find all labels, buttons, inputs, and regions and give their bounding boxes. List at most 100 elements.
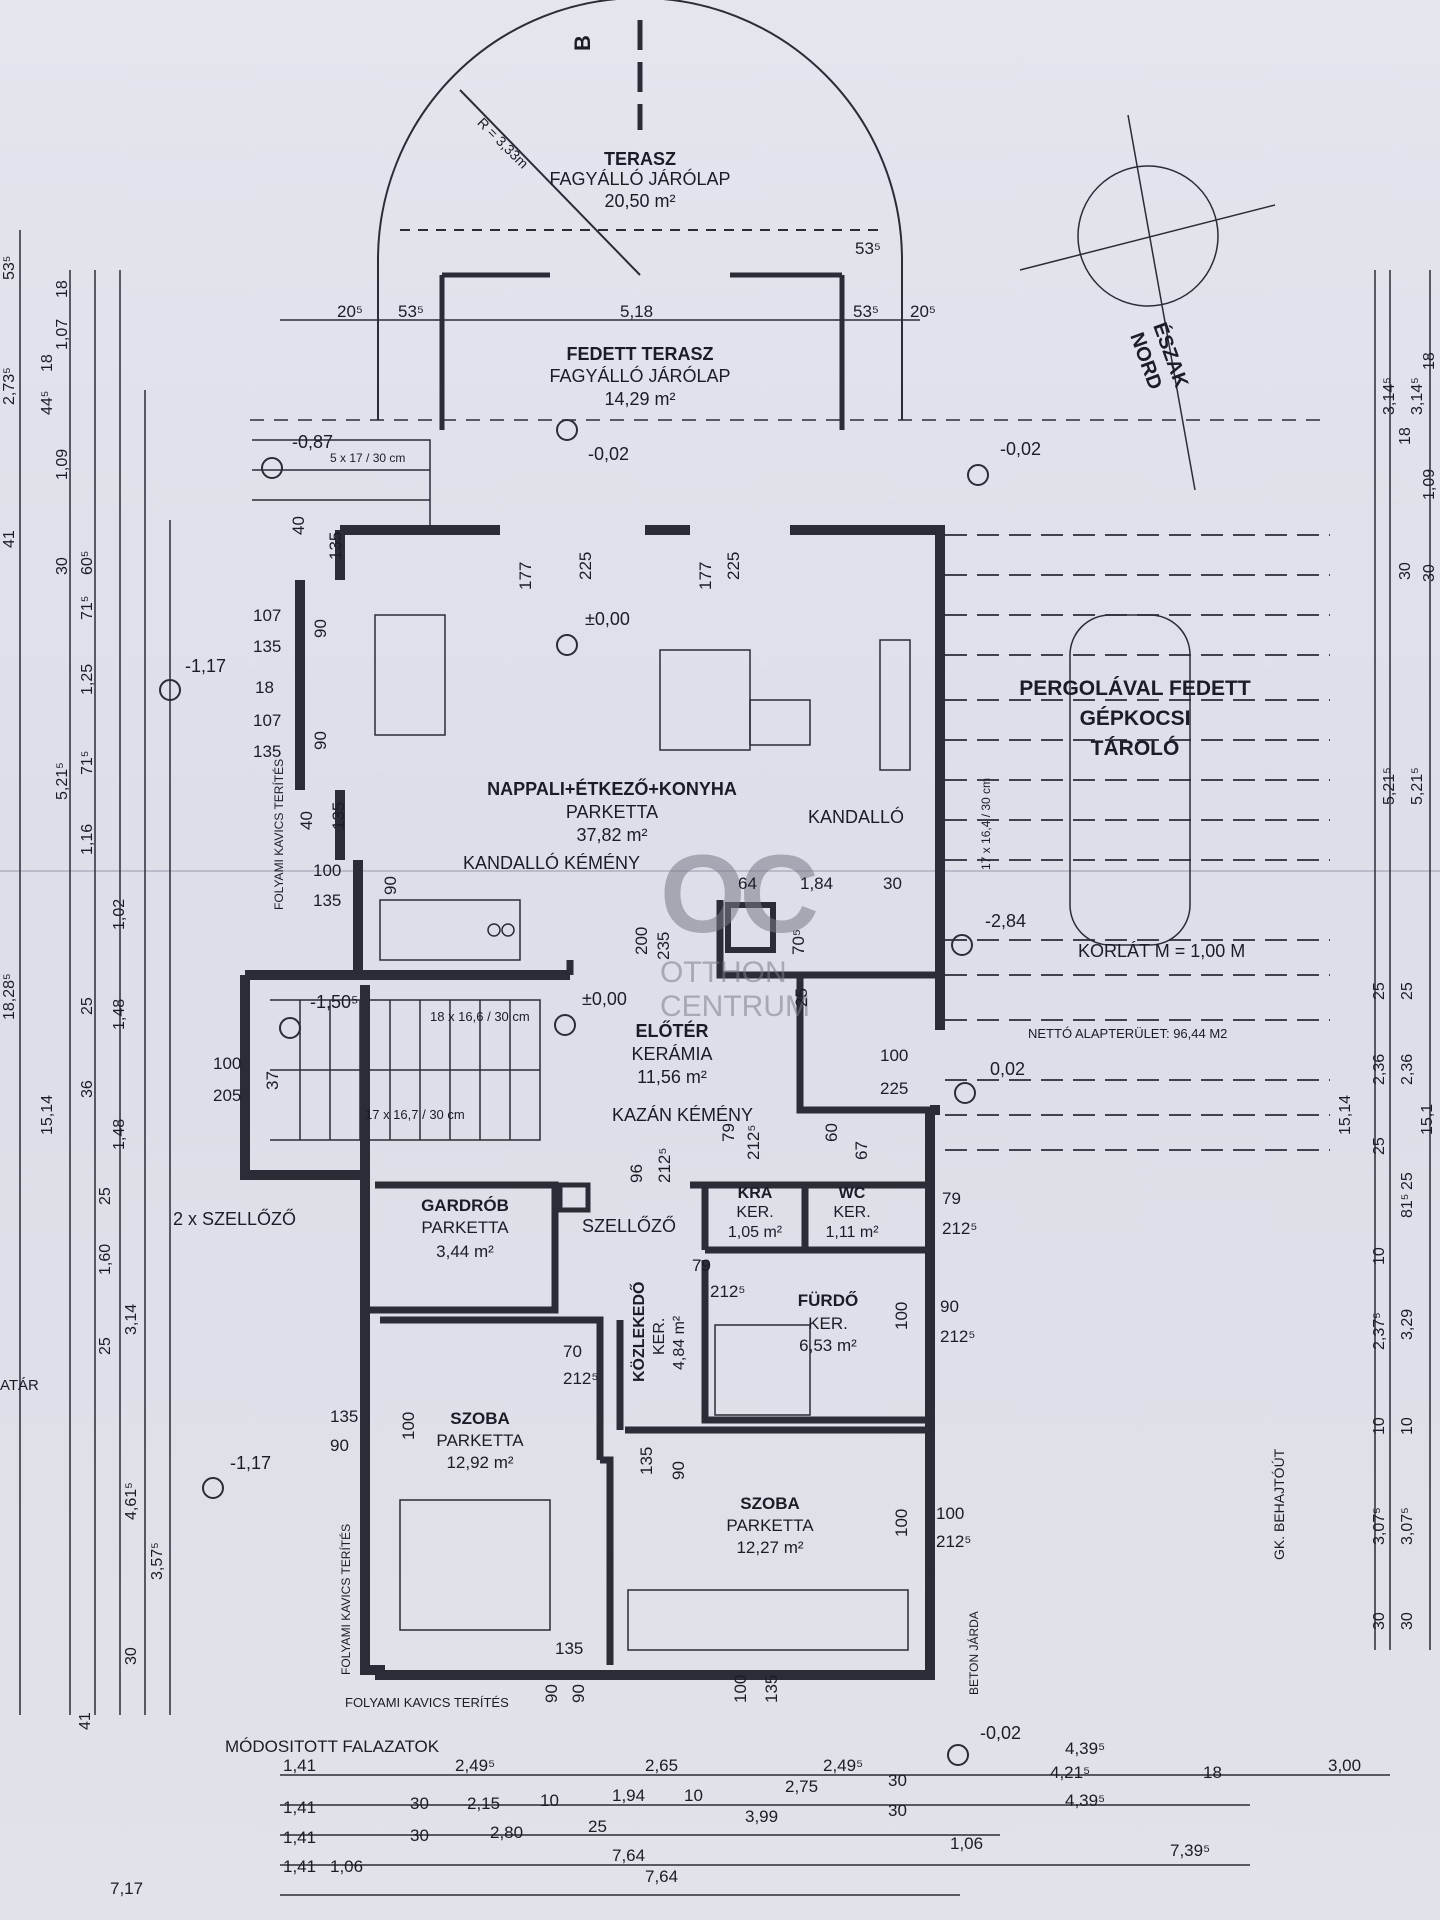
dim-label: 53⁵ (855, 239, 881, 258)
level-label: -0,02 (1000, 439, 1042, 459)
room-kozlekedo-area: 4,84 m² (671, 1315, 688, 1370)
kitchen-counter (379, 899, 521, 961)
atar-label: ATÁR (0, 1377, 39, 1394)
room-kra-floor: KER. (736, 1204, 774, 1221)
pergola-label-3: TÁROLÓ (1090, 737, 1180, 760)
radius-line (459, 89, 641, 276)
level-label: ±0,00 (582, 989, 627, 1009)
room-szoba2-name: SZOBA (740, 1494, 800, 1513)
netto-label: NETTÓ ALAPTERÜLET: 96,44 M2 (1028, 1026, 1228, 1041)
dim-label: 5,21⁵ (1381, 767, 1398, 805)
dim-label: 90 (569, 1684, 588, 1703)
dim-label: 18 (39, 354, 56, 372)
dim-label: 30 (410, 1826, 429, 1845)
dim-label: 2,36 (1399, 1053, 1416, 1085)
dim-label: 70⁵ (789, 929, 808, 955)
stairs-label-1: 5 x 17 / 30 cm (330, 451, 406, 465)
dim-label: 40 (297, 811, 316, 830)
dim-label: 212⁵ (655, 1147, 674, 1183)
dim-label: 3,99 (745, 1807, 779, 1826)
paper-fold (0, 870, 1440, 872)
dim-label: 7,39⁵ (1170, 1841, 1211, 1860)
kavics-label-left-bottom: FOLYAMI KAVICS TERÍTÉS (339, 1523, 353, 1675)
dim-label: 3,57⁵ (149, 1542, 166, 1580)
pergola-label-1: PERGOLÁVAL FEDETT (1019, 677, 1251, 700)
north-compass (1077, 165, 1219, 307)
stairs-label-3: 17 x 16,7 / 30 cm (365, 1107, 465, 1122)
dim-label: 20⁵ (337, 302, 363, 321)
dim-label: 1,02 (111, 898, 128, 930)
dim-label: 100 (880, 1046, 909, 1065)
room-kozlekedo-floor: KER. (651, 1317, 668, 1355)
dim-label: 5,21⁵ (1409, 767, 1426, 805)
room-eloter-area: 11,56 m² (637, 1067, 707, 1087)
dim-label: 135 (555, 1639, 584, 1658)
room-furdo-floor: KER. (808, 1314, 848, 1333)
gk-behajto-label: GK. BEHAJTÓÚT (1271, 1448, 1287, 1560)
pergola-beam-label: 17 x 16,4 / 30 cm (979, 777, 993, 870)
dim-label: 25 (792, 988, 811, 1007)
dim-label: 135 (329, 801, 348, 830)
dim-label: 44⁵ (39, 390, 56, 415)
dim-label: 135 (313, 891, 342, 910)
dim-label: 2,65 (645, 1756, 679, 1775)
dim-label: 36 (79, 1080, 96, 1098)
room-wc-area: 1,11 m² (825, 1224, 879, 1241)
dim-label: 25 (97, 1187, 114, 1205)
room-fedett-terasz-name: FEDETT TERASZ (566, 344, 714, 364)
dim-label: 53⁵ (398, 302, 424, 321)
dim-label: 135 (253, 742, 282, 761)
boiler-chimney (557, 1182, 591, 1213)
room-furdo-area: 6,53 m² (799, 1336, 857, 1355)
level-label: 0,02 (990, 1059, 1026, 1079)
room-kozlekedo-name: KÖZLEKEDŐ (631, 1281, 648, 1382)
ket-szellozo-label: 2 x SZELLŐZŐ (173, 1209, 297, 1229)
dim-label: 67 (852, 1141, 871, 1160)
dim-label: 40 (289, 516, 308, 535)
dim-label: 25 (97, 1337, 114, 1355)
watermark-initials: OC (660, 833, 819, 956)
dim-label: 90 (542, 1684, 561, 1703)
dim-label: 100 (313, 861, 342, 880)
covered-terrace-frame (439, 272, 845, 430)
dim-label: 107 (253, 711, 282, 730)
dim-label: 18,28⁵ (1, 973, 18, 1020)
room-nappali-name: NAPPALI+ÉTKEZŐ+KONYHA (487, 779, 737, 799)
dim-label: 100 (399, 1411, 418, 1440)
dim-label: 100 (892, 1301, 911, 1330)
kavics-label-left-top: FOLYAMI KAVICS TERÍTÉS (272, 758, 286, 910)
kandallo-kemeny-label: KANDALLÓ KÉMÉNY (463, 853, 641, 873)
level-label: -0,02 (980, 1723, 1022, 1743)
dim-label: 3,14⁵ (1409, 377, 1426, 415)
dim-label: 2,80 (490, 1823, 524, 1842)
dim-label: 10 (1371, 1417, 1388, 1435)
room-gardrob-floor: PARKETTA (421, 1218, 509, 1237)
dim-label: 135 (253, 637, 282, 656)
dim-label: 1,41 (283, 1798, 317, 1817)
west-wall (240, 530, 935, 1680)
dim-label: 135 (326, 531, 345, 560)
dim-label: 235 (654, 931, 673, 960)
dim-label: 71⁵ (79, 595, 96, 620)
dim-label: 2,36 (1371, 1053, 1388, 1085)
dim-label: 100 (892, 1508, 911, 1537)
level-label: ±0,00 (585, 609, 630, 629)
dim-label: 30 (888, 1801, 907, 1820)
korlat-label: KORLÁT M = 1,00 M (1078, 941, 1246, 961)
dim-label: 205 (213, 1086, 242, 1105)
level-label: -0,02 (588, 444, 630, 464)
dim-label: 1,07 (54, 318, 71, 350)
dim-label: 4,61⁵ (123, 1482, 140, 1520)
room-eloter-name: ELŐTÉR (635, 1021, 709, 1041)
room-terasz-area: 20,50 m² (604, 191, 676, 211)
dim-label: 79 (719, 1123, 738, 1142)
dim-label: 64 (738, 874, 757, 893)
kandallo-label: KANDALLÓ (808, 807, 905, 827)
dim-label: 1,41 (283, 1828, 317, 1847)
dim-label: 10 (1371, 1247, 1388, 1265)
room-szoba2-floor: PARKETTA (726, 1516, 814, 1535)
dim-label: 2,37⁵ (1371, 1312, 1388, 1350)
dim-label: 225 (880, 1079, 909, 1098)
room-terasz-floor: FAGYÁLLÓ JÁRÓLAP (549, 169, 731, 189)
dim-label: 1,09 (54, 448, 71, 480)
